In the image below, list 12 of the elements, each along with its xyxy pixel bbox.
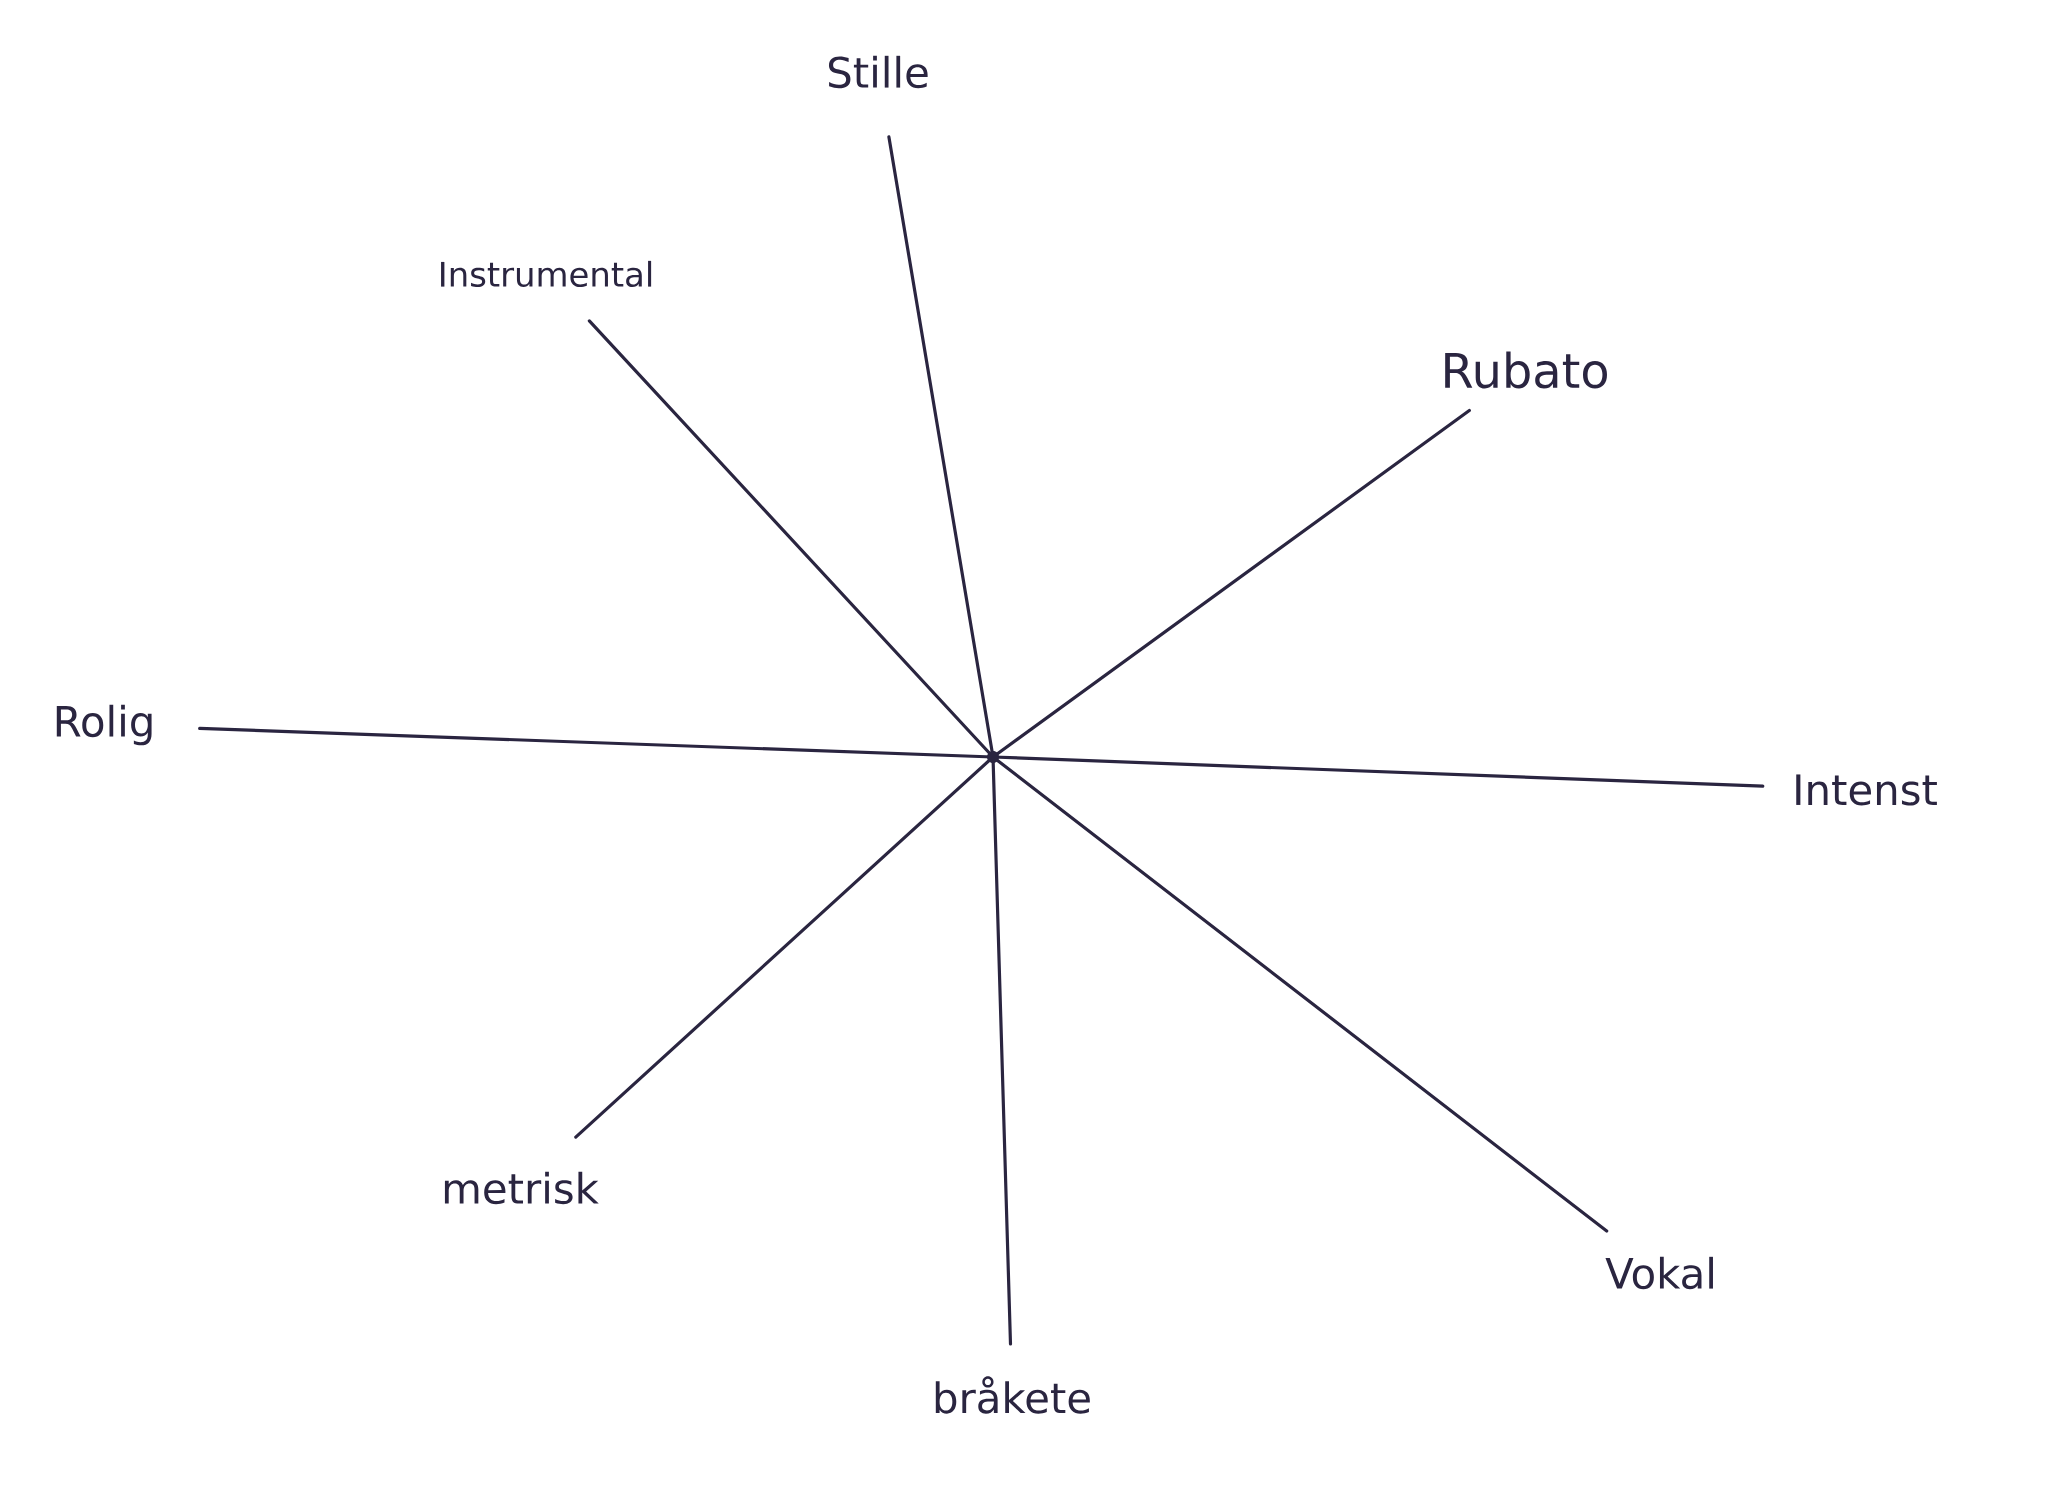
axis-line <box>574 408 1471 1139</box>
axis-line <box>198 726 1765 788</box>
axis-label: Vokal <box>1605 1256 1713 1290</box>
axis-label: Instrumental <box>441 260 652 288</box>
axis-label: Stille <box>828 55 928 89</box>
axis-label: Intenst <box>1796 774 1937 806</box>
axis-label: Rolig <box>56 704 152 746</box>
axis-label: metrisk <box>444 1171 599 1205</box>
axis-line <box>587 319 1609 1233</box>
axis-label: Rubato <box>1445 351 1607 389</box>
axis-label: bråkete <box>935 1376 1090 1414</box>
axis-line <box>887 135 1013 1346</box>
